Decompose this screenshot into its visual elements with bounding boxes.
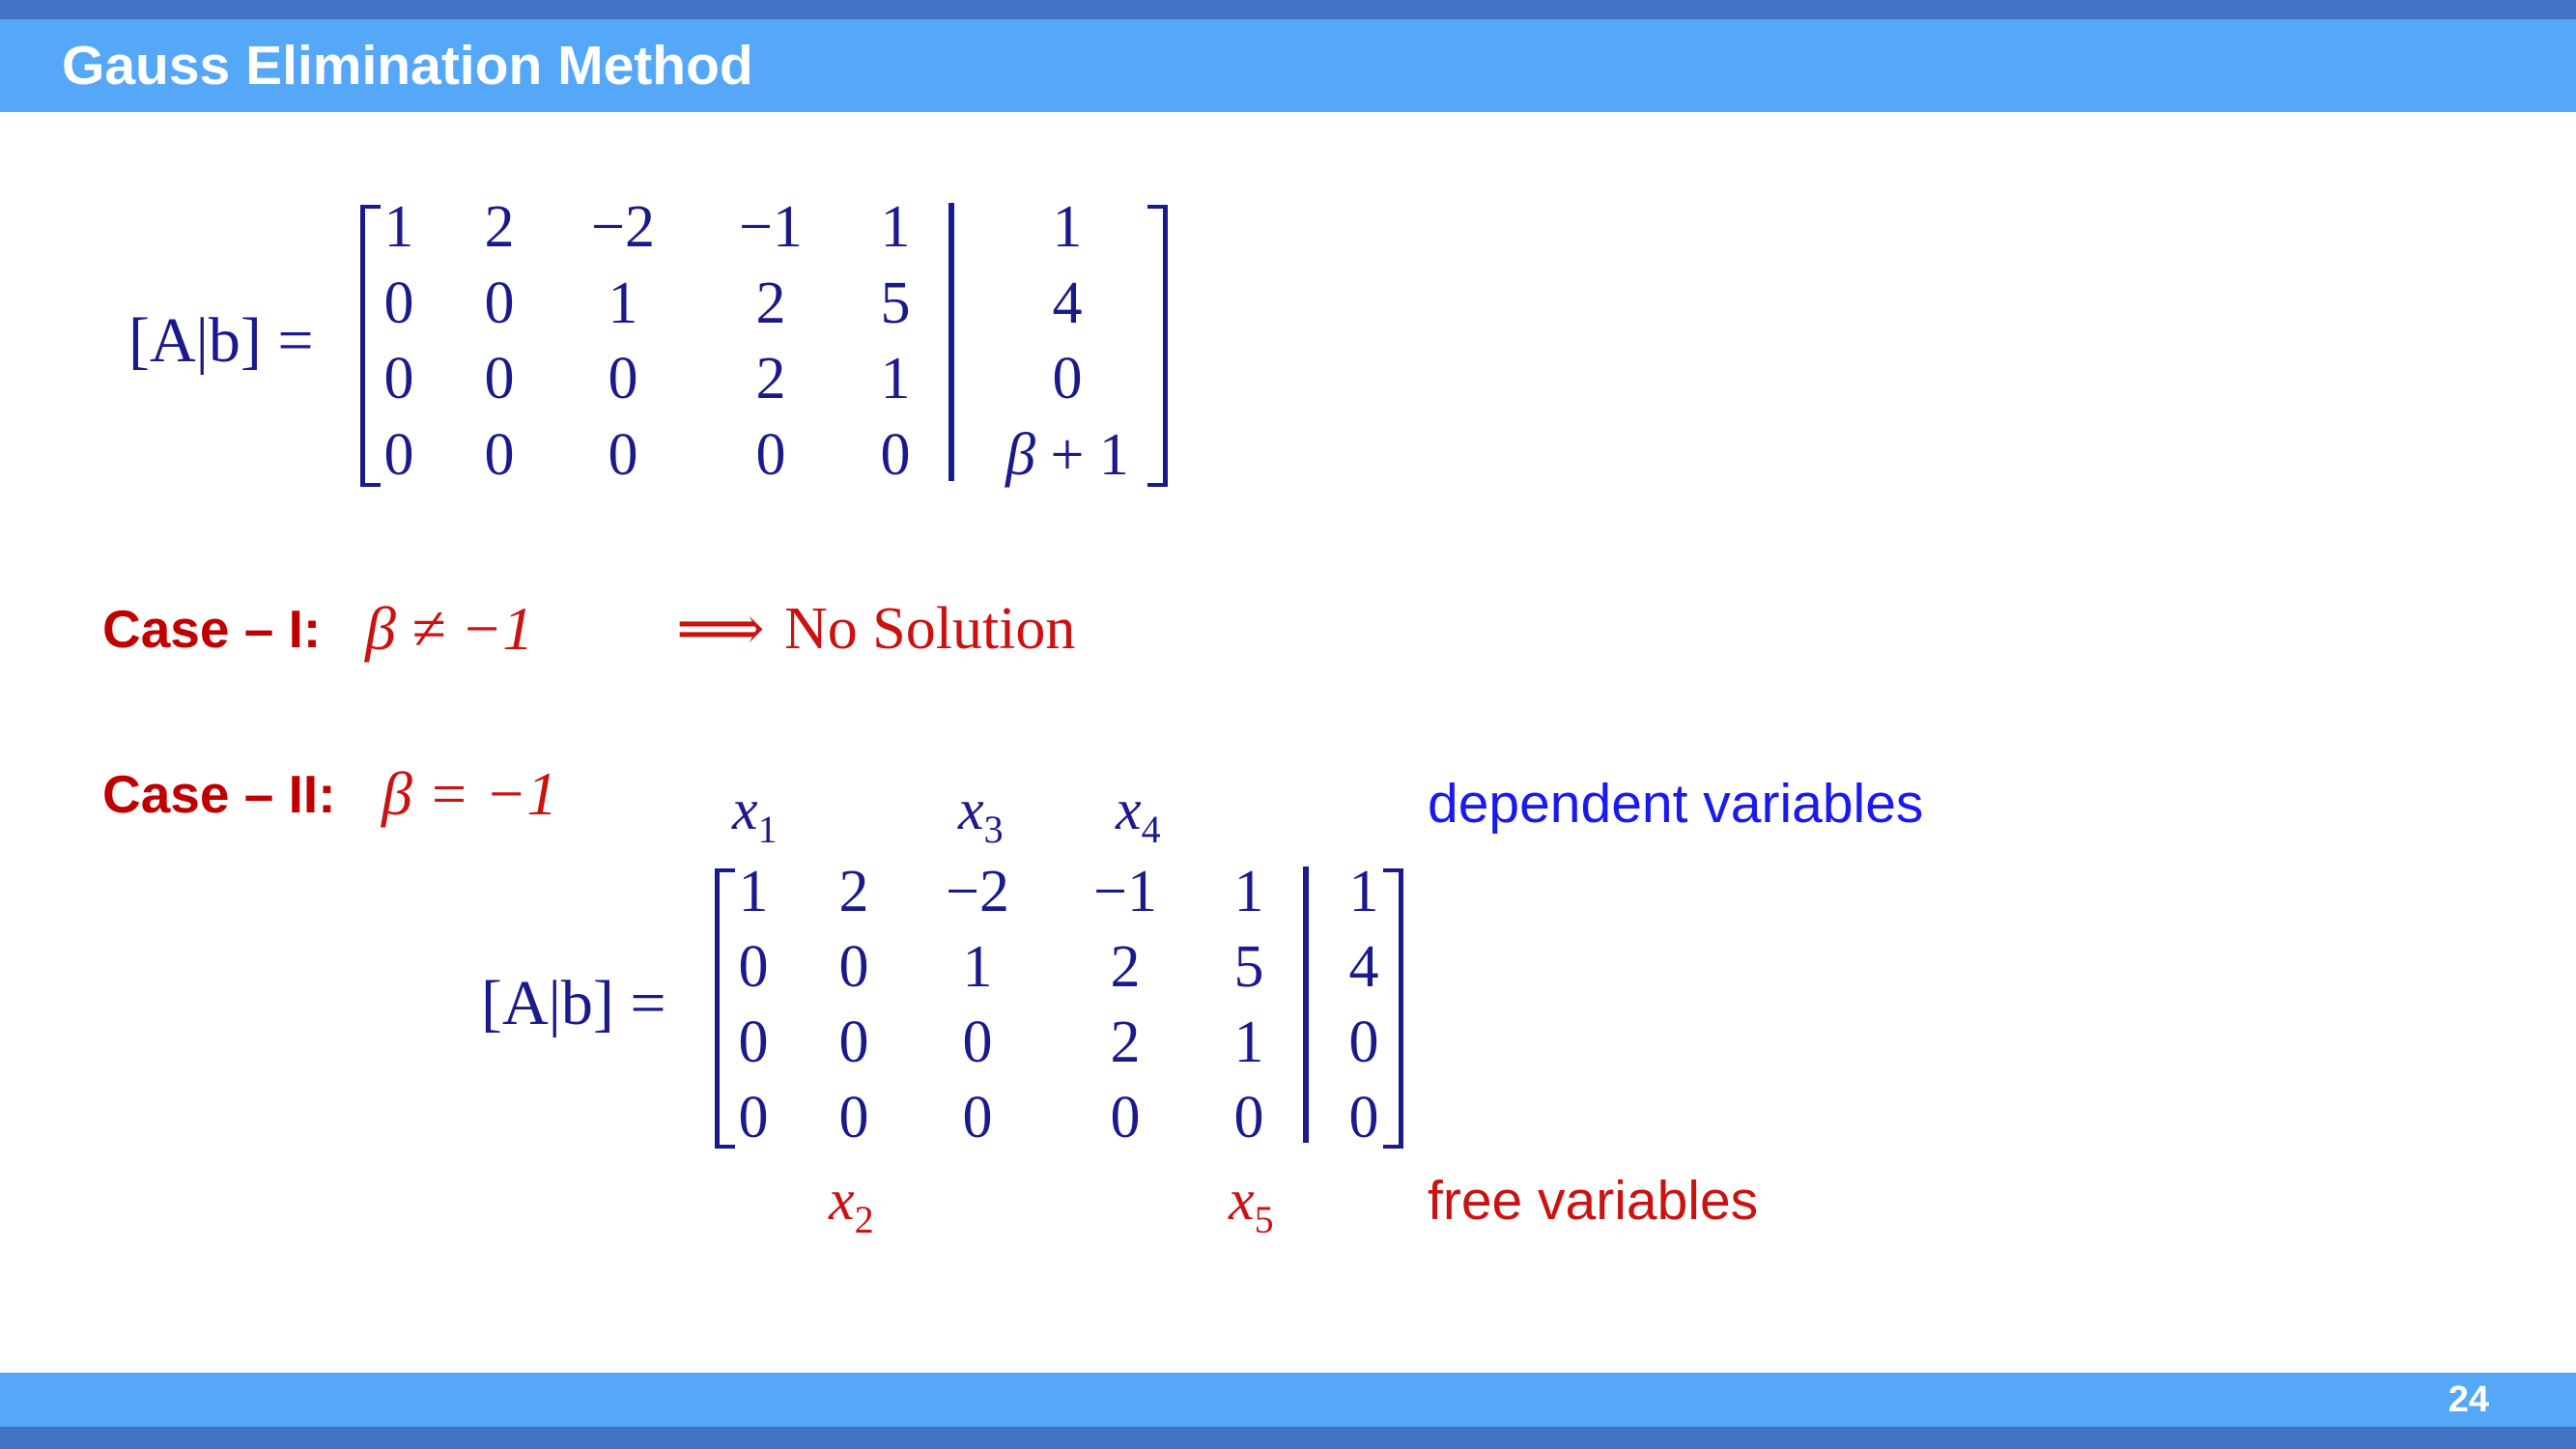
footer-bottom-strip: [0, 1427, 2576, 1449]
matrix1-cell: 0: [484, 346, 515, 412]
matrix1-right-bracket: [1147, 205, 1168, 487]
matrix2-cell: 0: [838, 934, 869, 1000]
matrix2-cell: 1: [738, 859, 769, 924]
matrix2-cell: 0: [738, 934, 769, 1000]
free-variables-label: free variables: [1428, 1170, 1759, 1232]
matrix2-cell: 2: [838, 859, 869, 924]
matrix2-cell: 0: [962, 1009, 993, 1075]
matrix1-rhs-cell: 1: [1052, 194, 1083, 260]
matrix1-cell: 1: [608, 270, 638, 336]
matrix2-cell: 2: [1110, 1009, 1141, 1075]
matrix1-cell: −1: [739, 194, 803, 260]
matrix2-cell: −1: [1093, 859, 1157, 924]
matrix2-left-bracket: [715, 868, 735, 1149]
matrix1-cell: −2: [591, 194, 655, 260]
matrix1-cell: 0: [755, 422, 786, 488]
matrix1-cell: 2: [484, 194, 515, 260]
matrix1-cell: 1: [880, 346, 911, 412]
matrix2-cell: 1: [962, 934, 993, 1000]
matrix1-cell: 2: [755, 346, 786, 412]
case1-implies-arrow: ⟹: [676, 594, 765, 663]
case2-condition: β = −1: [382, 759, 558, 828]
matrix2-rhs-cell: 0: [1348, 1009, 1379, 1075]
matrix2-lhs: [A|b] =: [481, 968, 666, 1038]
matrix2-augment-bar: [1303, 867, 1309, 1143]
matrix1-augment-bar: [948, 203, 954, 481]
matrix2-rhs-cell: 0: [1348, 1085, 1379, 1151]
matrix1-cell: 0: [383, 346, 414, 412]
matrix2-cell: 0: [1233, 1085, 1264, 1151]
slide-title: Gauss Elimination Method: [62, 35, 753, 97]
matrix1-cell: 5: [880, 270, 911, 336]
dependent-var-x4: x4: [1116, 778, 1161, 851]
matrix2-cell: 1: [1233, 1009, 1264, 1075]
matrix2-cell: 1: [1233, 859, 1264, 924]
matrix1-cell: 0: [484, 422, 515, 488]
matrix1-cell: 0: [383, 270, 414, 336]
dependent-var-x3: x3: [958, 778, 1004, 851]
case2-label: Case – II:: [102, 764, 336, 824]
case1-result: No Solution: [784, 596, 1076, 662]
matrix2-right-bracket: [1383, 868, 1403, 1149]
matrix1-cell: 1: [383, 194, 414, 260]
header-top-strip: [0, 0, 2576, 19]
title-bar: Gauss Elimination Method: [0, 19, 2576, 112]
matrix2-cell: 0: [738, 1009, 769, 1075]
matrix2-rhs-cell: 1: [1348, 859, 1379, 924]
matrix1-cell: 0: [608, 422, 638, 488]
page-number: 24: [2448, 1379, 2489, 1420]
case1-condition: β ≠ −1: [365, 594, 534, 663]
matrix1-cell: 0: [484, 270, 515, 336]
matrix2-cell: 5: [1233, 934, 1264, 1000]
matrix2-cell: 0: [1110, 1085, 1141, 1151]
matrix1-rhs-cell: 4: [1052, 270, 1083, 336]
free-var-x5: x5: [1229, 1168, 1274, 1241]
matrix1-cell: 0: [880, 422, 911, 488]
matrix2-cell: 0: [738, 1085, 769, 1151]
matrix1-lhs: [A|b] =: [128, 305, 314, 376]
dependent-var-x1: x1: [732, 778, 778, 851]
matrix1-cell: 2: [755, 270, 786, 336]
matrix2-cell: 0: [838, 1009, 869, 1075]
matrix1-cell: 1: [880, 194, 911, 260]
matrix1-rhs-cell: 0: [1052, 346, 1083, 412]
matrix2-cell: 0: [962, 1085, 993, 1151]
matrix2-cell: 0: [838, 1085, 869, 1151]
matrix1-rhs-cell: β + 1: [1005, 422, 1129, 488]
free-var-x2: x2: [829, 1168, 874, 1241]
matrix2-rhs-cell: 4: [1348, 934, 1379, 1000]
footer-bar: 24: [0, 1373, 2576, 1427]
dependent-variables-label: dependent variables: [1428, 773, 1924, 835]
matrix2-cell: −2: [946, 859, 1009, 924]
matrix1-cell: 0: [608, 346, 638, 412]
matrix2-cell: 2: [1110, 934, 1141, 1000]
matrix1-cell: 0: [383, 422, 414, 488]
case1-label: Case – I:: [102, 599, 322, 659]
matrix1-left-bracket: [360, 205, 381, 487]
